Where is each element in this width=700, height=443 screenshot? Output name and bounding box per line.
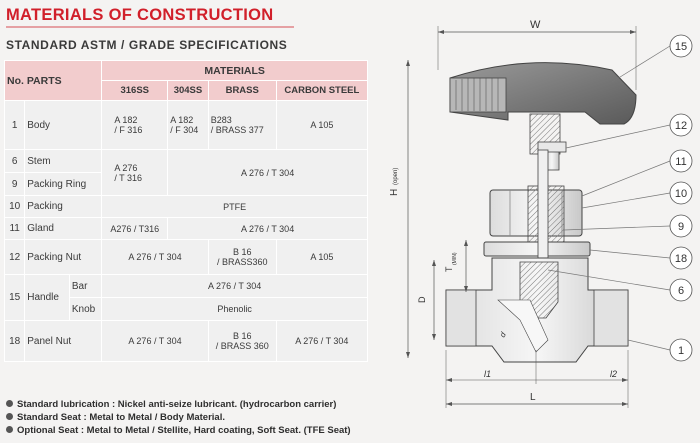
callouts: 15 12 11 10 9 18 6 1 [669,34,693,362]
dim-label-l2: l2 [610,369,617,379]
dim-label-t-sub: (MIN) [452,252,458,265]
materials-header: MATERIALS [101,60,368,81]
material-cell: A 276 / T 304 [101,274,368,298]
part-name: Gland [24,217,103,240]
callout-18: 18 [675,253,687,265]
dim-label-h-sub: (open) [393,168,399,185]
part-number: 11 [3,217,26,240]
part-name: Packing Nut [24,239,103,275]
dim-label-t: T [444,266,454,272]
dim-label-w: W [530,19,541,31]
dim-label-small-d: d [498,330,508,339]
column-header: BRASS [207,80,277,101]
title-underline [6,26,294,28]
panel-nut [483,241,591,257]
table-row: 9 Packing Ring [3,172,368,196]
material-cell: A276 / T316 [101,217,169,240]
material-cell: A 182 / F 316 [114,115,143,135]
material-cell: A 182 / F 304 [167,100,209,150]
part-name: Packing Ring [24,172,103,196]
dim-label-l: L [530,392,536,403]
part-name: Packing [24,195,103,218]
callout-11: 11 [675,156,686,168]
part-name: Handle [24,274,70,321]
part-number: 18 [3,320,26,362]
part-name: Body [24,100,103,150]
material-cell: B 16 / BRASS360 [207,239,277,275]
material-cell: A 276 / T 304 [101,320,209,362]
material-cell: A 105 [275,100,369,150]
table-row: 11 Gland A276 / T316 A 276 / T 304 [3,217,368,240]
bullet-icon [6,412,13,420]
material-cell: A 276 / T 316 [114,162,143,183]
material-cell: Phenolic [101,297,368,321]
material-cell: A 105 [275,239,369,275]
bullet-icon [6,425,13,433]
page-subtitle: STANDARD ASTM / GRADE SPECIFICATIONS [6,38,288,52]
part-name: Stem [24,149,103,173]
materials-table: No. PARTS MATERIALS 316SS 304SS BRASS CA… [3,60,369,362]
table-row: 12 Packing Nut A 276 / T 304 B 16 / BRAS… [3,239,369,275]
table-row: 10 Packing PTFE [3,195,368,218]
no-parts-header: No. PARTS [3,60,103,101]
column-header: 316SS [101,80,169,101]
part-number: 1 [3,100,26,150]
table-row: Knob Phenolic [5,297,368,321]
material-cell: A 276 / T 304 [167,149,368,196]
material-cell: B283 / BRASS 377 [207,100,277,150]
dim-label-d: D [417,296,427,303]
callout-12: 12 [675,120,687,132]
callout-9: 9 [678,221,684,233]
material-cell: B 16 / BRASS 360 [207,320,277,362]
dim-label-l1: l1 [484,369,491,379]
part-name: Panel Nut [24,320,103,362]
column-header: CARBON STEEL [275,80,369,101]
note-item: Standard lubrication : Nickel anti-seize… [6,398,351,411]
material-cell: A 276 / T 304 [101,239,209,275]
table-row: 15 Handle Bar A 276 / T 304 [3,274,368,321]
table-header-row: No. PARTS MATERIALS [3,60,368,101]
part-number: 6 [3,149,26,173]
page-title: MATERIALS OF CONSTRUCTION [6,6,274,24]
material-cell: A 276 / T 304 [167,217,368,240]
sub-part-name: Knob [68,297,103,321]
material-cell: A 276 / T 304 [275,320,369,362]
notes-list: Standard lubrication : Nickel anti-seize… [6,398,351,437]
part-number: 12 [3,239,26,275]
callout-15: 15 [675,41,687,53]
note-item: Optional Seat : Metal to Metal / Stellit… [6,424,351,437]
table-row: 1 Body A 182 / F 316 A 182 / F 304 B283 … [3,100,369,150]
callout-10: 10 [675,188,687,200]
table-row: 18 Panel Nut A 276 / T 304 B 16 / BRASS … [3,320,369,362]
part-number: 9 [3,172,26,196]
note-item: Standard Seat : Metal to Metal / Body Ma… [6,411,351,424]
material-cell: PTFE [101,195,368,218]
dim-label-h: H [389,189,400,196]
column-header: 304SS [167,80,209,101]
valve-cross-section-drawing: W H (open) D T (MIN) d l1 [389,19,693,408]
callout-6: 6 [678,285,684,297]
table-row: 6 Stem A 276 / T 316 A 276 / T 304 [3,149,368,196]
part-number: 10 [3,195,26,218]
sub-part-name: Bar [68,274,103,298]
part-number: 15 [3,274,26,321]
bullet-icon [6,399,13,407]
callout-1: 1 [678,345,684,357]
